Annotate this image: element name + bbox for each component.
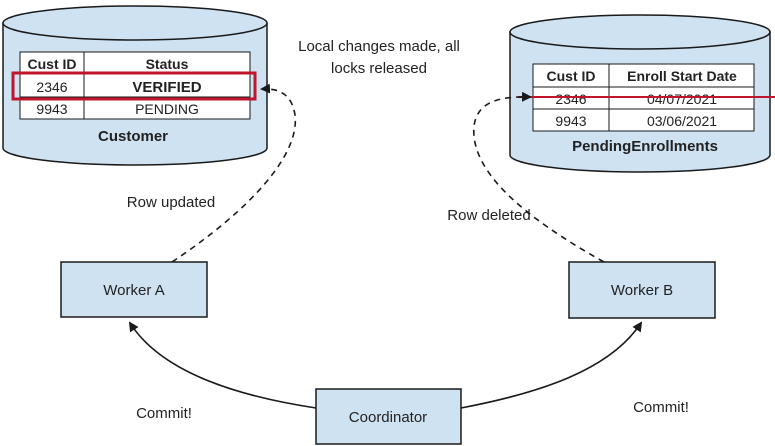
pending-db-top <box>509 14 771 50</box>
pending-row1-date: 04/07/2021 <box>647 91 717 107</box>
worker-a-box <box>60 261 208 318</box>
commit-arrow-to-worker-b <box>460 321 643 409</box>
customer-row2-id: 9943 <box>36 101 67 117</box>
customer-db-title: Customer <box>98 128 168 145</box>
coordinator-label: Coordinator <box>349 409 427 426</box>
pending-header-cust-id: Cust ID <box>547 68 596 84</box>
worker-a-node: Worker A <box>60 261 208 318</box>
customer-row1-status: VERIFIED <box>132 79 201 96</box>
customer-header-status: Status <box>146 56 189 72</box>
worker-b-node: Worker B <box>568 261 716 319</box>
updated-row-highlight <box>11 71 257 101</box>
pending-enrollments-database: Cust ID Enroll Start Date 2346 04/07/202… <box>509 14 775 173</box>
customer-db-top <box>2 5 268 41</box>
pending-db-title: PendingEnrollments <box>572 138 718 155</box>
customer-table <box>19 51 251 120</box>
pending-row1-id: 2346 <box>555 91 586 107</box>
row-deleted-arrow <box>473 91 605 263</box>
customer-row2-status: PENDING <box>135 101 199 117</box>
row-deleted-label: Row deleted <box>447 207 530 224</box>
row-updated-arrow <box>171 83 297 263</box>
locks-released-note-line1: Local changes made, all <box>298 38 460 55</box>
worker-a-label: Worker A <box>103 282 164 299</box>
pending-row2-date: 03/06/2021 <box>647 113 717 129</box>
pending-header-enroll-date: Enroll Start Date <box>627 68 737 84</box>
row-updated-label: Row updated <box>127 194 215 211</box>
commit-left-label: Commit! <box>136 405 192 422</box>
worker-b-label: Worker B <box>611 282 673 299</box>
coordinator-box <box>315 388 462 445</box>
worker-b-box <box>568 261 716 319</box>
pending-row2-id: 9943 <box>555 113 586 129</box>
coordinator-node: Coordinator <box>315 388 462 445</box>
commit-right-label: Commit! <box>633 399 689 416</box>
customer-header-cust-id: Cust ID <box>28 56 77 72</box>
commit-arrow-to-worker-a <box>128 321 317 409</box>
locks-released-note-line2: locks released <box>331 60 427 77</box>
customer-database: Cust ID Status 2346 VERIFIED 9943 PENDIN… <box>2 5 268 166</box>
customer-row1-id: 2346 <box>36 79 67 95</box>
